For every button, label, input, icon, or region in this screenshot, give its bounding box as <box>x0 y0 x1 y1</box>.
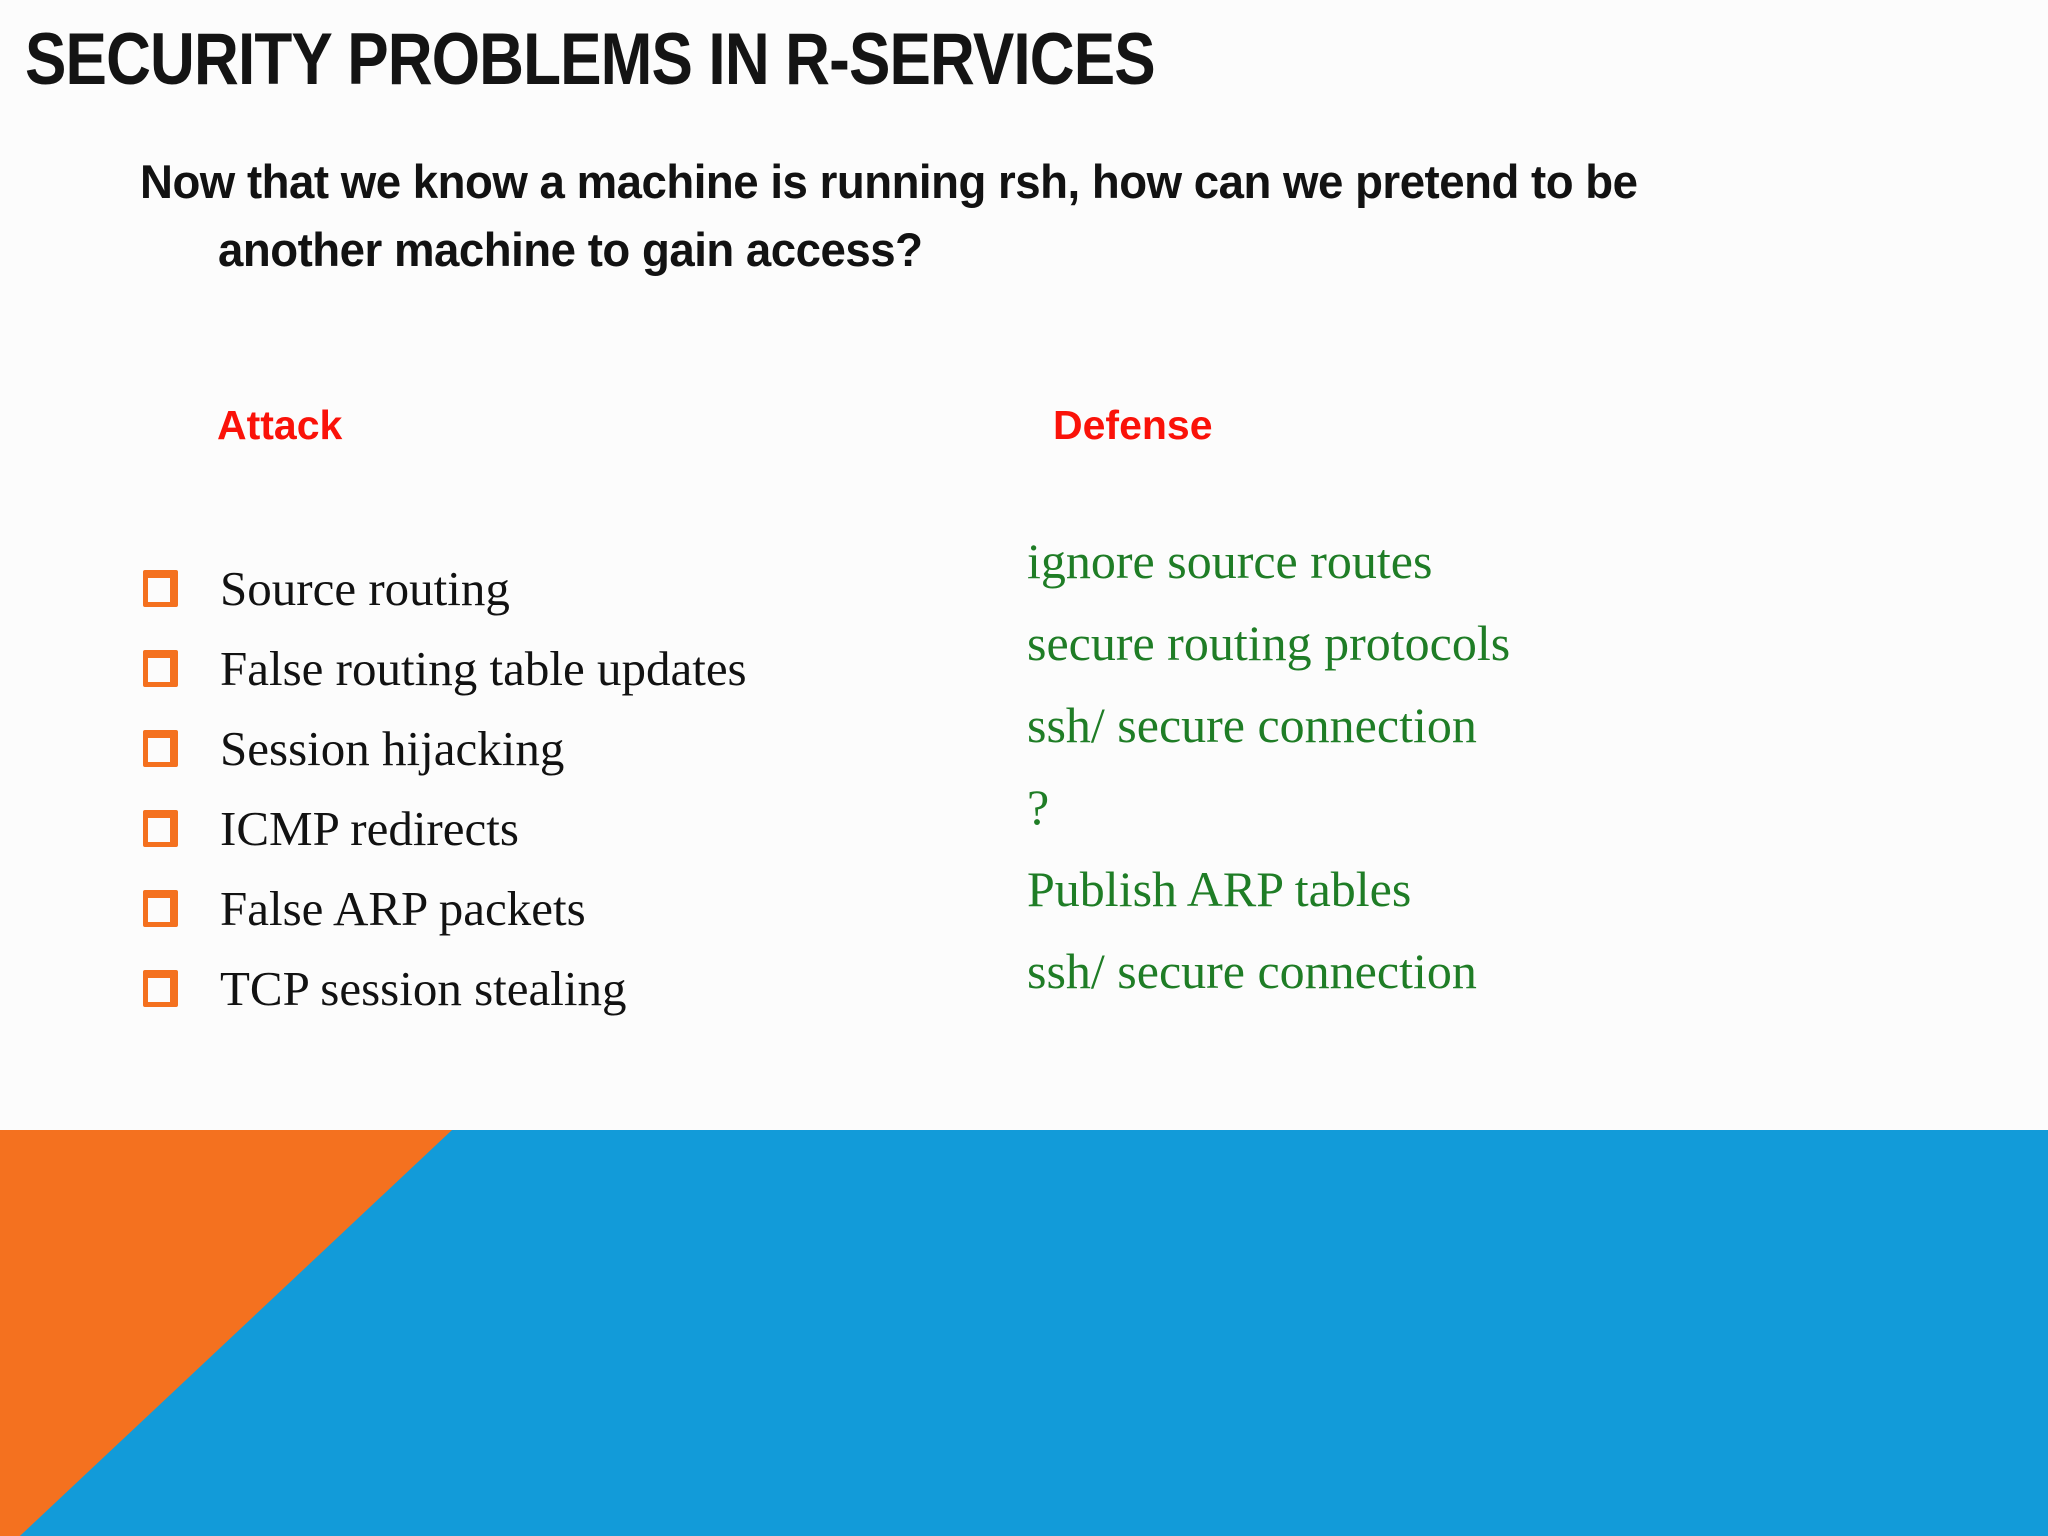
attack-list-item: TCP session stealing <box>143 948 747 1028</box>
defense-item-label: ssh/ secure connection <box>1027 943 1477 999</box>
open-box-bullet-icon <box>143 889 178 927</box>
open-box-bullet-icon <box>143 969 178 1007</box>
defense-list-item: ssh/ secure connection <box>1027 930 1510 1012</box>
defense-item-label: ssh/ secure connection <box>1027 697 1477 753</box>
attack-item-label: False ARP packets <box>220 880 586 936</box>
defense-list-item: secure routing protocols <box>1027 602 1510 684</box>
attack-item-label: Session hijacking <box>220 720 565 776</box>
question-line-1: Now that we know a machine is running rs… <box>140 155 1638 208</box>
attack-list-item: False ARP packets <box>143 868 747 948</box>
attack-list: Source routing False routing table updat… <box>143 548 747 1028</box>
defense-item-label: Publish ARP tables <box>1027 861 1412 917</box>
defense-item-label: ? <box>1027 779 1050 835</box>
attack-item-label: False routing table updates <box>220 640 747 696</box>
question-paragraph: Now that we know a machine is running rs… <box>140 148 1684 284</box>
attack-column-header: Attack <box>217 402 343 448</box>
defense-item-label: ignore source routes <box>1027 533 1433 589</box>
attack-list-item: Source routing <box>143 548 747 628</box>
defense-list: ignore source routes secure routing prot… <box>1027 520 1510 1012</box>
attack-item-label: Source routing <box>220 560 510 616</box>
orange-triangle-decoration <box>0 1130 452 1536</box>
attack-item-label: TCP session stealing <box>220 960 627 1016</box>
attack-list-item: Session hijacking <box>143 708 747 788</box>
defense-list-item: ? <box>1027 766 1510 848</box>
defense-list-item: ignore source routes <box>1027 520 1510 602</box>
defense-list-item: Publish ARP tables <box>1027 848 1510 930</box>
open-box-bullet-icon <box>143 729 178 767</box>
slide-title: SECURITY PROBLEMS IN R-SERVICES <box>25 19 1156 100</box>
open-box-bullet-icon <box>143 649 178 687</box>
attack-list-item: False routing table updates <box>143 628 747 708</box>
attack-list-item: ICMP redirects <box>143 788 747 868</box>
defense-column-header: Defense <box>1053 402 1213 448</box>
open-box-bullet-icon <box>143 809 178 847</box>
bottom-band-decoration: 4 <box>0 1130 2048 1536</box>
question-line-2: another machine to gain access? <box>218 223 923 276</box>
defense-item-label: secure routing protocols <box>1027 615 1511 671</box>
attack-item-label: ICMP redirects <box>220 800 519 856</box>
open-box-bullet-icon <box>143 569 178 607</box>
defense-list-item: ssh/ secure connection <box>1027 684 1510 766</box>
